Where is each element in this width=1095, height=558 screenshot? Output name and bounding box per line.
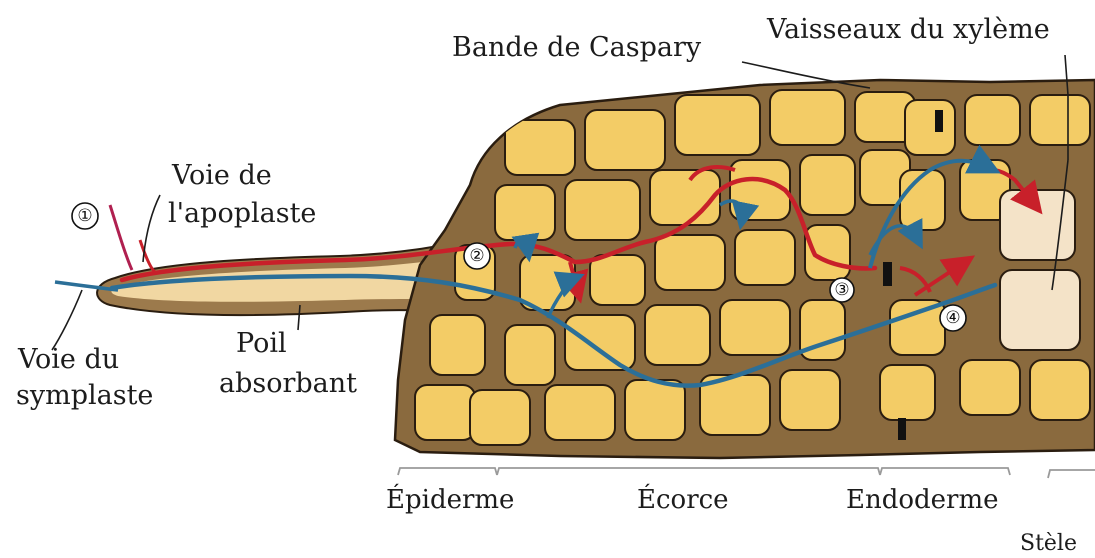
cell bbox=[890, 300, 945, 355]
cortex-label: Écorce bbox=[637, 483, 729, 515]
cell bbox=[960, 360, 1020, 415]
cell bbox=[1030, 95, 1090, 145]
cell bbox=[645, 305, 710, 365]
cell bbox=[965, 95, 1020, 145]
cell bbox=[495, 185, 555, 240]
step-3-label: ③ bbox=[834, 280, 849, 300]
cell bbox=[590, 255, 645, 305]
cell bbox=[1000, 270, 1080, 350]
xylem-vessels-label: Vaisseaux du xylème bbox=[766, 14, 1050, 45]
cell bbox=[505, 325, 555, 385]
cell bbox=[800, 155, 855, 215]
apoplast-label-line1: Voie de bbox=[171, 160, 272, 191]
cell bbox=[675, 95, 760, 155]
cell bbox=[585, 110, 665, 170]
step-1-label: ① bbox=[77, 206, 92, 226]
cell bbox=[430, 315, 485, 375]
cell bbox=[650, 170, 720, 225]
root-hair-label-line1: Poil bbox=[236, 328, 287, 359]
cell bbox=[905, 100, 955, 155]
cell bbox=[780, 370, 840, 430]
cell bbox=[470, 390, 530, 445]
epidermis-label: Épiderme bbox=[386, 483, 514, 515]
cell bbox=[545, 385, 615, 440]
cell bbox=[730, 160, 790, 220]
symplast-label-line1: Voie du bbox=[17, 344, 119, 375]
endodermis-label: Endoderme bbox=[846, 485, 999, 515]
region-brackets bbox=[398, 468, 1095, 478]
root-tissue bbox=[395, 80, 1095, 458]
cell bbox=[720, 300, 790, 355]
cell bbox=[1030, 360, 1090, 420]
step-2-label: ② bbox=[469, 246, 484, 266]
caspary-band-label: Bande de Caspary bbox=[452, 32, 702, 63]
apoplast-label-line2: l'apoplaste bbox=[168, 198, 316, 229]
cell bbox=[625, 380, 685, 440]
root-hair-label-line2: absorbant bbox=[219, 368, 357, 399]
cell bbox=[900, 170, 945, 230]
cell bbox=[880, 365, 935, 420]
cell bbox=[505, 120, 575, 175]
cell bbox=[770, 90, 845, 145]
symplast-label-line2: symplaste bbox=[16, 380, 153, 411]
step-4-label: ④ bbox=[945, 308, 960, 328]
cell bbox=[415, 385, 475, 440]
cell bbox=[565, 180, 640, 240]
cell bbox=[655, 235, 725, 290]
cell bbox=[565, 315, 635, 370]
cell bbox=[735, 230, 795, 285]
stele-label: Stèle bbox=[1020, 531, 1077, 556]
